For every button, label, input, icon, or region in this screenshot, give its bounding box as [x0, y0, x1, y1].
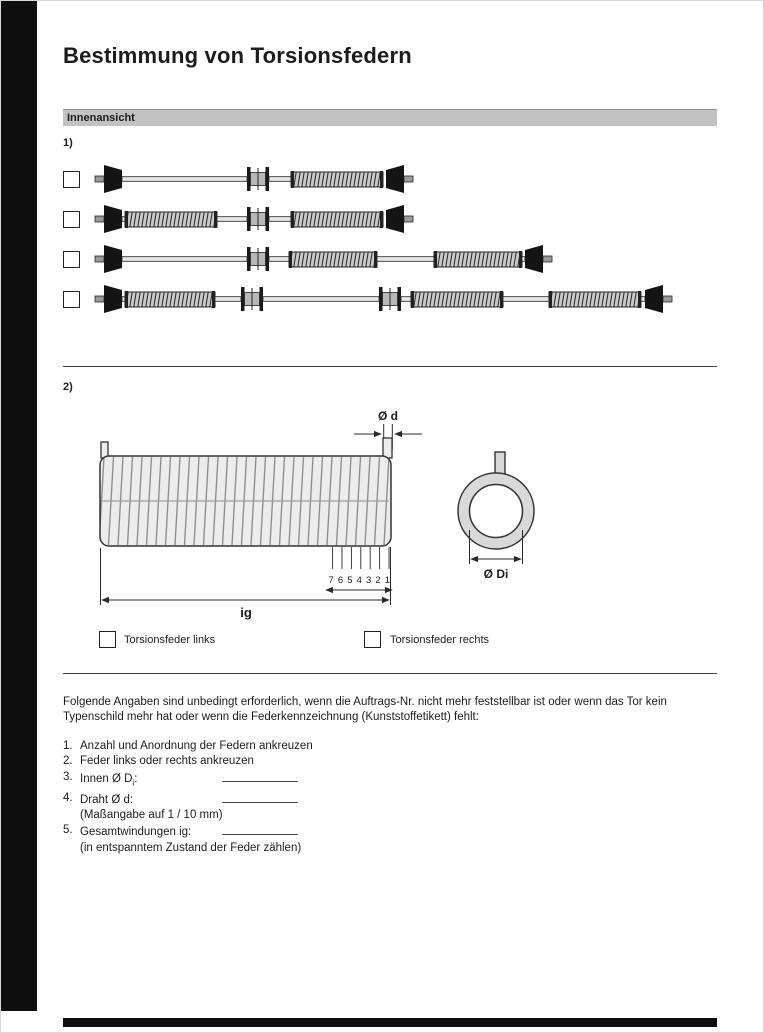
- list-item-text: Gesamtwindungen ig:: [80, 823, 298, 840]
- section-divider-1: [63, 366, 717, 367]
- intro-text: Folgende Angaben sind unbedingt erforder…: [63, 696, 667, 724]
- list-item-number: 2.: [63, 755, 73, 768]
- config-checkbox-3[interactable]: [63, 251, 80, 268]
- list-item-number: 5.: [63, 824, 73, 837]
- spring-cross-section-drawing: [457, 451, 535, 550]
- page-title: Bestimmung von Torsionsfedern: [63, 43, 412, 68]
- config-checkbox-1[interactable]: [63, 171, 80, 188]
- spring-arrangement-diagram-3: [94, 245, 553, 273]
- list-item-1: 1. Anzahl und Anordnung der Federn ankre…: [63, 739, 313, 754]
- shaft-assembly-1: [94, 165, 414, 193]
- required-info-list: 1. Anzahl und Anordnung der Federn ankre…: [63, 739, 313, 856]
- inner-diameter-dimension: Ø Di: [469, 530, 523, 581]
- dim-ig-label: ig: [240, 605, 252, 620]
- page-footer-bar: [63, 1018, 717, 1027]
- list-item-text: Draht Ø d:: [80, 791, 298, 808]
- config-checkbox-4[interactable]: [63, 291, 80, 308]
- list-item-number: 4.: [63, 791, 73, 804]
- wire-diameter-fill-line[interactable]: [222, 791, 298, 803]
- right-spring-checkbox[interactable]: [364, 631, 381, 648]
- section-header-label: Innenansicht: [67, 112, 135, 124]
- list-item-4-note: (Maßangabe auf 1 / 10 mm): [80, 808, 223, 821]
- total-turns-field-label: Gesamtwindungen ig:: [80, 826, 192, 839]
- right-spring-label: Torsionsfeder rechts: [390, 634, 490, 646]
- spring-side-view-drawing: [99, 437, 393, 547]
- coil-count-numbers: 7654321: [329, 575, 395, 586]
- list-item-number: 3.: [63, 770, 73, 783]
- section2-label: 2): [63, 381, 73, 393]
- shaft-assembly-3: [94, 245, 553, 273]
- section1-label: 1): [63, 137, 73, 149]
- inner-diameter-fill-line[interactable]: [222, 770, 298, 782]
- shaft-assembly-2: [94, 205, 414, 233]
- section-header-innenansicht: Innenansicht: [63, 109, 717, 126]
- list-item-text: Feder links oder rechts ankreuzen: [80, 755, 254, 768]
- left-spring-checkbox[interactable]: [99, 631, 116, 648]
- coil-count-ticks: 7654321: [325, 547, 395, 594]
- inner-diameter-field-label: Innen Ø Di:: [80, 772, 138, 788]
- config-checkbox-2[interactable]: [63, 211, 80, 228]
- spring-measurement-diagram: Ø d 7654321 ig: [99, 409, 535, 620]
- list-item-text: Innen Ø Di:: [80, 770, 298, 791]
- list-item-4: 4. Draht Ø d:: [63, 791, 313, 808]
- page-edge-bar-left: [1, 1, 37, 1011]
- spring-arrangement-diagram-2: [94, 205, 414, 233]
- total-turns-fill-line[interactable]: [222, 823, 298, 836]
- section-divider-2: [63, 673, 717, 674]
- spring-arrangement-diagram-1: [94, 165, 414, 193]
- list-item-3: 3. Innen Ø Di:: [63, 770, 313, 791]
- spring-arrangement-diagram-4: [94, 285, 673, 313]
- left-spring-label: Torsionsfeder links: [124, 634, 216, 646]
- wire-diameter-field-label: Draht Ø d:: [80, 793, 134, 806]
- dim-di-label: Ø Di: [484, 567, 509, 581]
- dim-d-label: Ø d: [378, 409, 398, 423]
- list-item-text: Anzahl und Anordnung der Federn ankreuze…: [80, 740, 313, 752]
- list-item-2: 2. Feder links oder rechts ankreuzen: [63, 754, 313, 769]
- list-item-5-note: (in entspanntem Zustand der Feder zählen…: [80, 841, 302, 854]
- list-item-5: 5. Gesamtwindungen ig:: [63, 823, 313, 840]
- total-turns-dimension: ig: [100, 547, 391, 620]
- list-item-number: 1.: [63, 740, 73, 752]
- shaft-assembly-4: [94, 285, 673, 313]
